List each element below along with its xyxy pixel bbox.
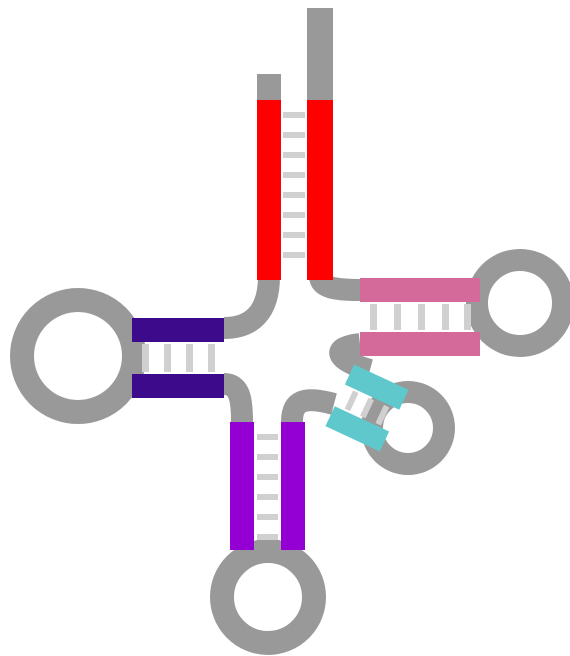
t-stem-top-strand (360, 278, 480, 302)
t-stem-bottom-strand (360, 332, 480, 356)
base-pair (442, 304, 449, 330)
variable-loop (361, 381, 455, 475)
base-pair (360, 397, 374, 419)
base-pair (283, 132, 305, 138)
base-pair (257, 454, 278, 460)
base-pair (164, 344, 171, 372)
base-pair (394, 304, 401, 330)
base-pair (283, 172, 305, 178)
base-pair (208, 344, 215, 372)
anticodon-stem-base-pairs (257, 434, 278, 540)
anticodon-stem-left-strand (230, 422, 254, 550)
base-pair (375, 404, 390, 426)
acceptor-stem-base-pairs (283, 112, 305, 258)
d-stem-top-strand (132, 318, 224, 342)
base-pair (283, 112, 305, 118)
d-stem (132, 318, 224, 398)
junction-d-anticodon (222, 373, 253, 423)
d-stem-base-pairs (142, 344, 215, 372)
d-loop (10, 288, 146, 424)
variable-stem (325, 364, 409, 452)
base-pair (283, 232, 305, 238)
acceptor-stem-5prime-strand (257, 100, 281, 280)
variable-stem-upper-strand (344, 364, 409, 410)
anticodon-loop (210, 539, 326, 655)
d-stem-bottom-strand (132, 374, 224, 398)
t-stem-base-pairs (370, 304, 471, 330)
junction-variable-t (329, 333, 374, 381)
base-pair (283, 192, 305, 198)
base-pair (257, 474, 278, 480)
base-pair (257, 514, 278, 520)
variable-stem-base-pairs (344, 390, 390, 426)
base-pair (283, 212, 305, 218)
t-loop (466, 249, 570, 357)
base-pair (257, 494, 278, 500)
t-stem (360, 278, 480, 356)
junction-acceptor-d (223, 275, 280, 339)
acceptor-stem-3prime-strand (307, 100, 333, 280)
variable-stem-lower-strand (325, 406, 390, 452)
base-pair (418, 304, 425, 330)
base-pair (464, 304, 471, 330)
anticodon-stem-right-strand (281, 422, 305, 550)
base-pair (186, 344, 193, 372)
base-pair (283, 152, 305, 158)
base-pair (283, 252, 305, 258)
base-pair (142, 344, 149, 372)
base-pair (370, 304, 377, 330)
junction-anticodon-variable (281, 389, 337, 423)
base-pair (257, 534, 278, 540)
base-pair (257, 434, 278, 440)
anticodon-stem (230, 422, 305, 550)
base-pair (344, 390, 359, 412)
acceptor-stem (257, 100, 333, 280)
